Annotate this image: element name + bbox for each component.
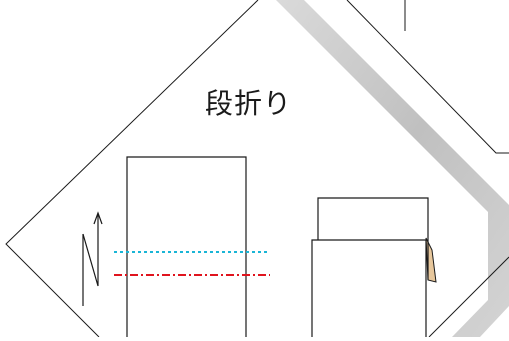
pleat-fold-arrow-icon: [82, 211, 103, 306]
sheet-shadow: [276, 0, 509, 337]
sheet-outline-right: [428, 256, 509, 338]
front-layer-outline: [311, 239, 427, 337]
sheet-outline-top: [346, 0, 509, 154]
front-layer: [312, 240, 426, 337]
sheet-outline: [5, 0, 259, 338]
diagram-caption: 段折り: [204, 87, 292, 120]
back-layer: [317, 197, 429, 280]
paper-strip: [126, 156, 247, 337]
folded-result: [311, 197, 437, 337]
